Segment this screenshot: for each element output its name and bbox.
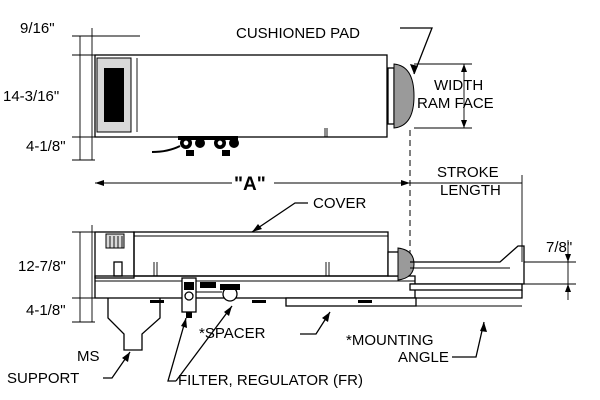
top-motor-core: [104, 68, 124, 122]
label-ram-face: RAM FACE: [417, 95, 494, 112]
label-filter-regulator: FILTER, REGULATOR (FR): [178, 372, 363, 389]
leader-fr: [167, 317, 187, 382]
side-cover: [133, 231, 389, 277]
side-motor-box: [94, 231, 135, 279]
label-mounting: *MOUNTING: [346, 332, 434, 349]
a-dimension: "A": [95, 172, 410, 195]
label-stroke: STROKE: [437, 164, 499, 181]
side-dimensions: 12-7/8" 4-1/8": [18, 225, 95, 323]
leader-spacer: [300, 311, 331, 335]
side-cushion: [397, 247, 415, 281]
top-valve-assembly: [151, 136, 239, 156]
mounting-angle-plate: [409, 283, 523, 291]
label-support: SUPPORT: [7, 370, 79, 387]
stroke-length-dim: STROKE LENGTH: [410, 164, 523, 262]
fr-unit: [181, 277, 240, 318]
label-angle: ANGLE: [398, 349, 449, 366]
leader-ms-support: [103, 351, 131, 379]
side-view: [94, 231, 525, 351]
top-ram-plate: [387, 67, 395, 125]
dim-top-base: 4-1/8": [26, 138, 66, 155]
label-cover: COVER: [313, 195, 367, 212]
label-length: LENGTH: [440, 182, 501, 199]
side-stroke-slide: [410, 245, 525, 285]
dim-top-height: 14-3/16": [3, 88, 59, 105]
label-width: WIDTH: [434, 77, 483, 94]
dim-side-base: 4-1/8": [26, 302, 66, 319]
top-housing: [94, 54, 388, 138]
dim-top-offset: 9/16": [20, 20, 55, 37]
width-ram-face-dim: WIDTH RAM FACE: [414, 63, 494, 129]
leader-cushioned-pad: [400, 27, 433, 75]
dim-side-right: 7/8": [546, 239, 572, 256]
ms-support: [107, 298, 161, 351]
top-dimensions: 9/16" 14-3/16" 4-1/8": [3, 20, 140, 161]
label-spacer: *SPACER: [199, 325, 266, 342]
label-a-dim: "A": [234, 174, 266, 195]
side-base-frame: [94, 275, 416, 299]
dim-side-height: 12-7/8": [18, 258, 66, 275]
spacer-block: [285, 297, 417, 307]
label-ms: MS: [77, 348, 100, 365]
leader-cover: [251, 202, 308, 233]
top-view: [94, 54, 415, 258]
label-cushioned-pad: CUSHIONED PAD: [236, 25, 360, 42]
right-dimension: 7/8": [524, 239, 576, 300]
cushioned-pad-shape: [393, 63, 415, 129]
leader-mounting: [452, 321, 485, 358]
